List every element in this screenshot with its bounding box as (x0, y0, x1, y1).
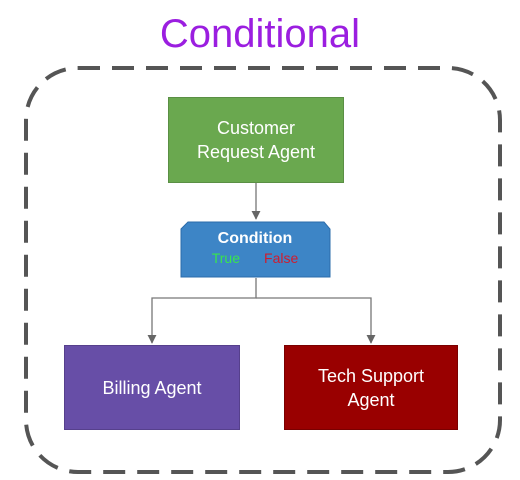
dashed-frame (24, 66, 502, 474)
customer-node-line1: Customer (216, 118, 296, 138)
diagram-title: Conditional (159, 12, 361, 56)
condition-node (180, 221, 331, 278)
billing-node-label: Billing Agent (102, 377, 202, 398)
tech-node-line2: Agent (347, 389, 395, 410)
tech-node-line1: Tech Support (317, 365, 425, 386)
condition-node-shape (180, 221, 331, 278)
condition-branches: True False (180, 249, 330, 267)
condition-false-label: False (264, 250, 299, 266)
customer-node-line2: Request Agent (196, 142, 316, 162)
condition-node-text: Condition True False (180, 229, 330, 267)
edge-condition-to-tech (256, 297, 376, 344)
condition-label: Condition (217, 230, 293, 247)
condition-true-label: True (211, 250, 241, 266)
customer-request-agent-node: Customer Request Agent (168, 97, 344, 183)
edge-condition-to-billing (147, 278, 257, 344)
billing-agent-node: Billing Agent (64, 345, 240, 430)
tech-support-agent-node: Tech Support Agent (284, 345, 458, 430)
